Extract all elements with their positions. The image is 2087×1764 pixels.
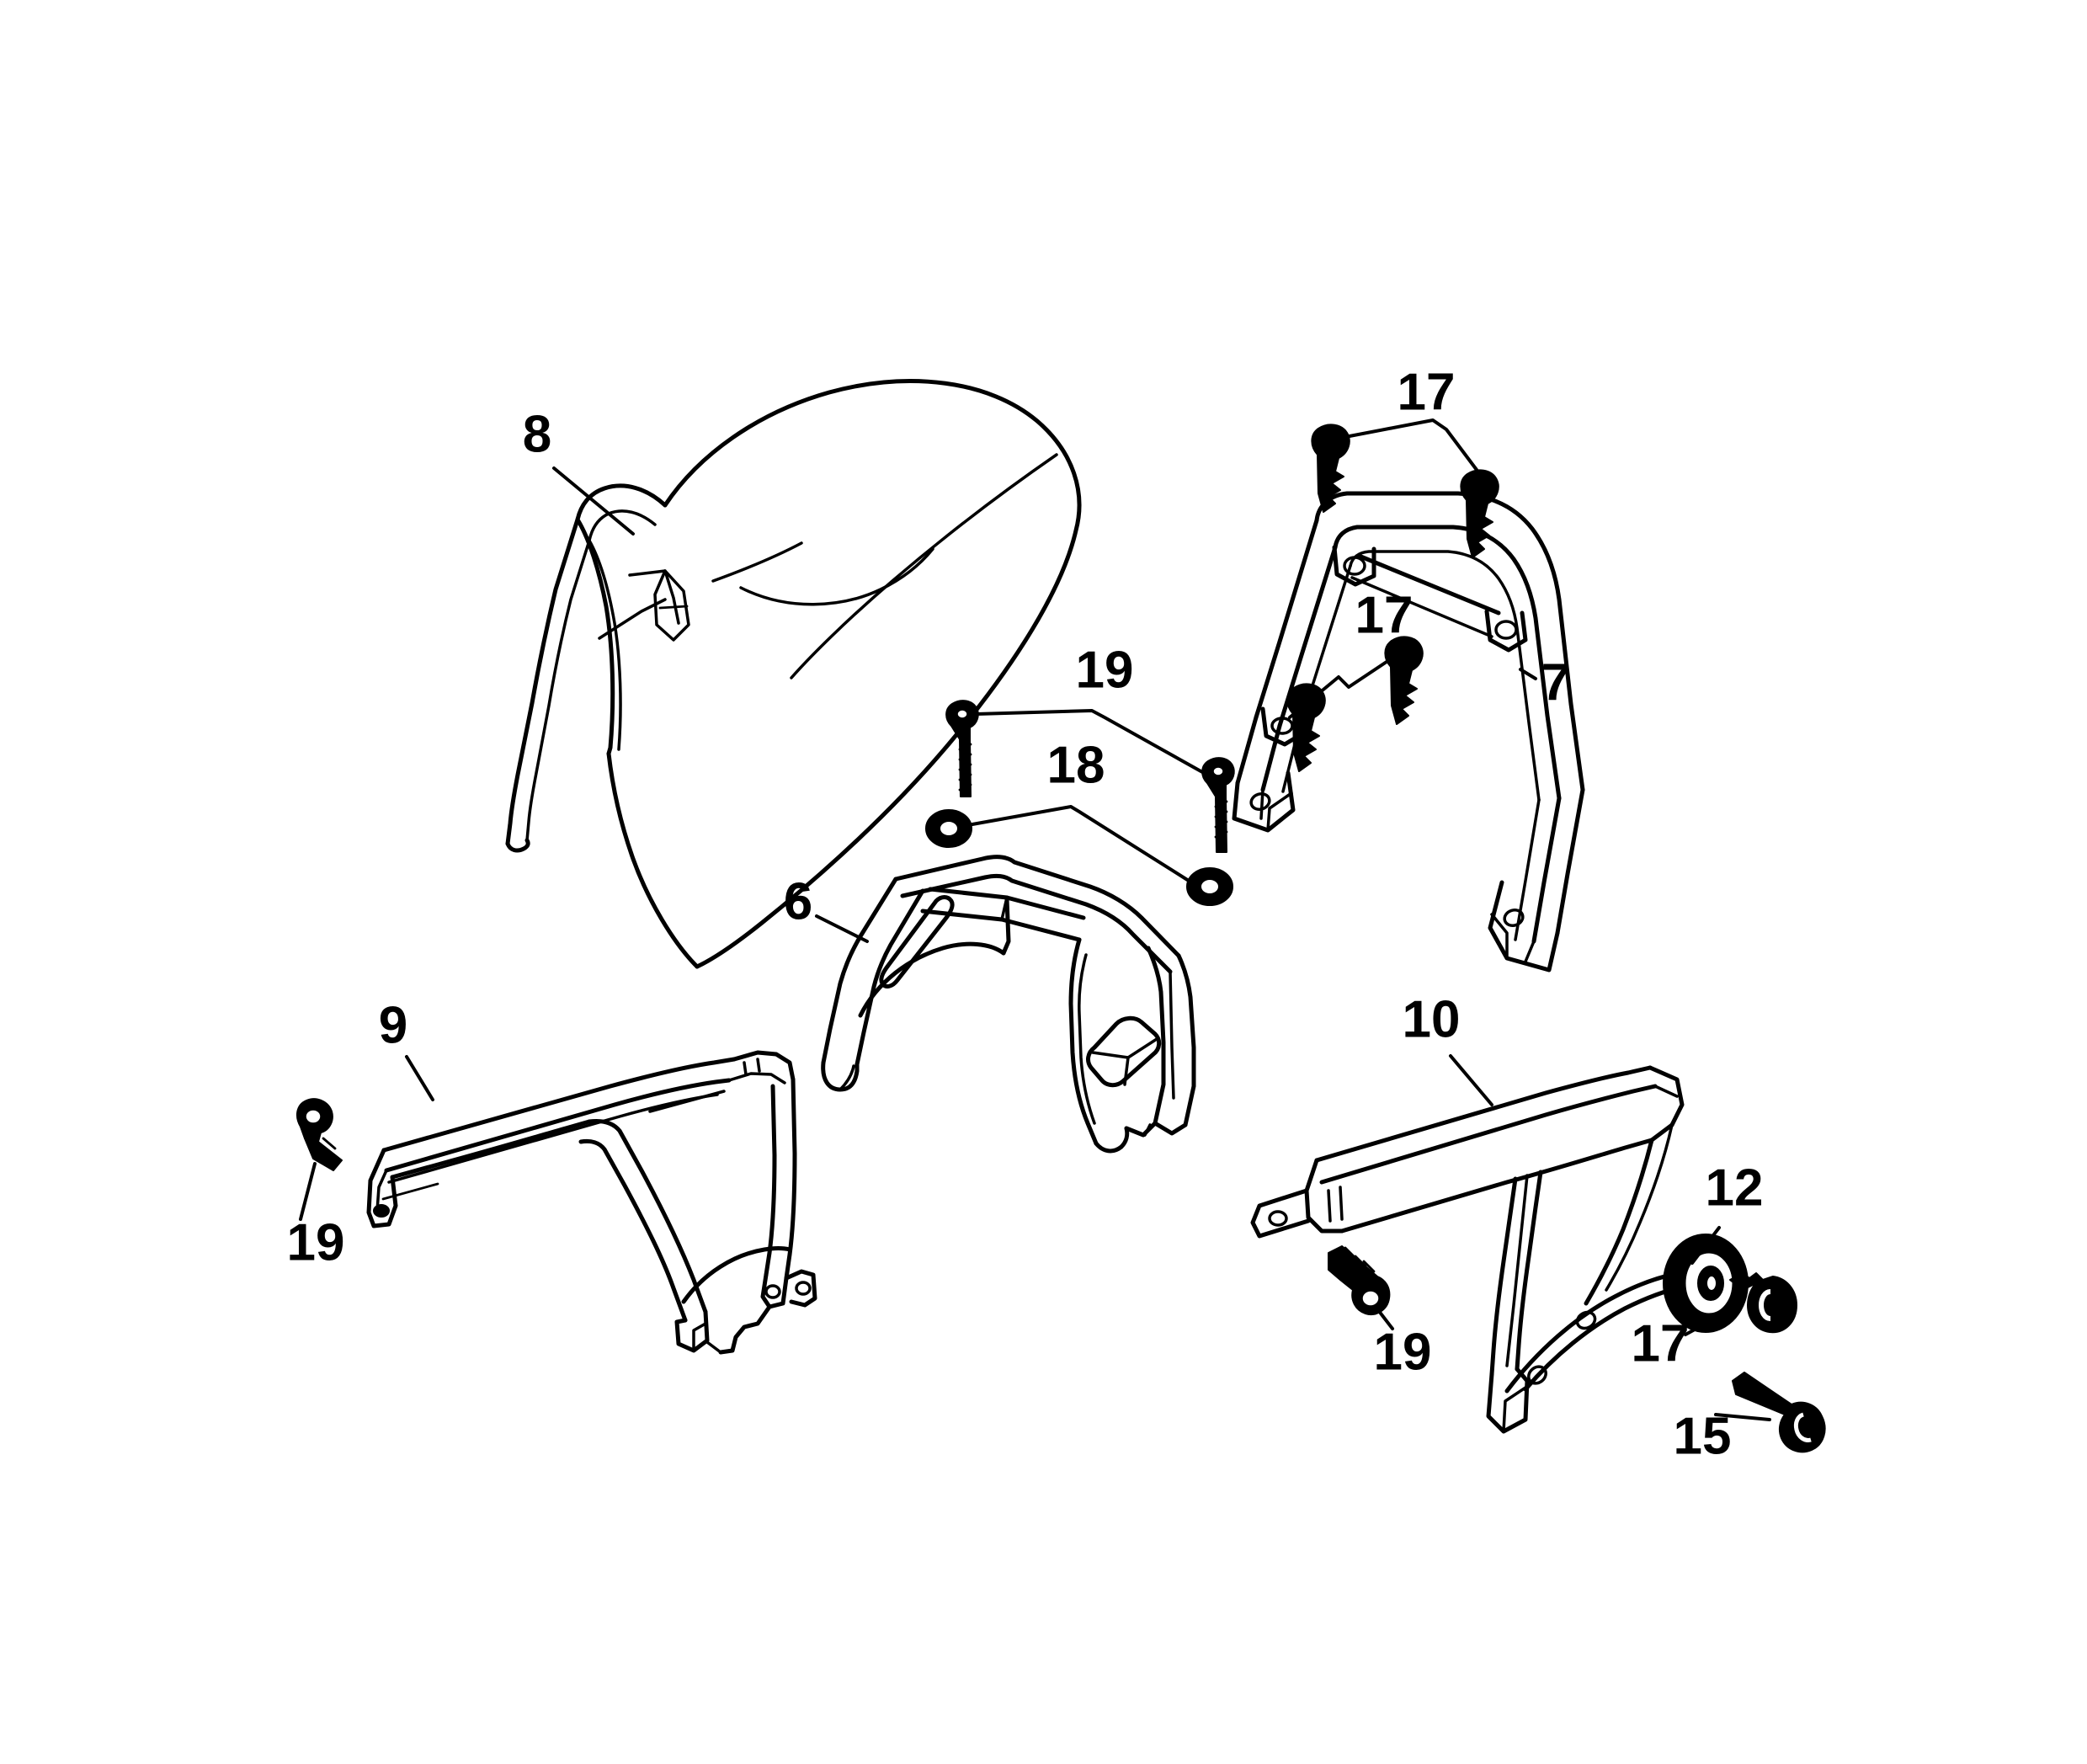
part-17-tapping-screw-upper-left[interactable] (1311, 424, 1350, 513)
part-17-tapping-screw-inner-left[interactable] (1286, 683, 1326, 772)
part-19-screw-right[interactable] (1328, 1245, 1391, 1315)
callout-label-8: 8 (523, 405, 551, 463)
callout-label-6: 6 (784, 872, 812, 930)
leader-line-19-right (1374, 1305, 1394, 1330)
part-19-screw-left[interactable] (295, 1098, 343, 1171)
part-10-right-side-frame[interactable] (1250, 1065, 1696, 1434)
leader-line-12 (1690, 1226, 1721, 1265)
leader-line-8 (552, 466, 635, 536)
part-18-washer-left[interactable] (925, 809, 972, 848)
callout-label-17-nut: 17 (1632, 1314, 1690, 1372)
leader-line-7 (1519, 668, 1537, 680)
part-19-screw-upper-left[interactable] (945, 700, 979, 797)
part-17-tapping-screw-upper-right[interactable] (1460, 469, 1499, 558)
leader-line-10 (1449, 1054, 1493, 1106)
callout-label-9: 9 (379, 996, 407, 1054)
callout-label-10: 10 (1403, 990, 1461, 1048)
leader-line-18 (971, 805, 1190, 882)
callout-label-17-inner: 17 (1355, 586, 1414, 644)
leader-line-19-upper (975, 709, 1206, 775)
part-18-washer-right[interactable] (1186, 867, 1233, 906)
leader-line-9 (405, 1055, 434, 1101)
callout-label-18: 18 (1047, 736, 1105, 794)
part-7-grab-rail[interactable] (1232, 491, 1585, 973)
leader-line-17-upper (1348, 418, 1481, 475)
part-15-flange-bolt[interactable] (1732, 1372, 1826, 1453)
leader-line-17-inner (1288, 658, 1391, 719)
leader-line-19-left (299, 1162, 317, 1221)
callout-label-7: 7 (1541, 653, 1570, 711)
part-6-seat-bracket[interactable] (821, 855, 1196, 1154)
leader-line-15 (1714, 1413, 1771, 1421)
callout-label-17-upper: 17 (1398, 363, 1456, 421)
part-8-seat-assembly[interactable] (505, 379, 1082, 969)
part-12-collar-washer[interactable] (1663, 1234, 1749, 1333)
callout-label-19-right: 19 (1374, 1323, 1432, 1381)
leader-line-6 (815, 914, 869, 943)
part-17-nut[interactable] (1729, 1272, 1797, 1334)
part-9-left-side-frame[interactable] (366, 1050, 817, 1355)
callout-label-19-upper: 19 (1076, 641, 1134, 699)
callout-label-19-left: 19 (287, 1213, 345, 1271)
part-19-screw-upper-right[interactable] (1201, 757, 1235, 853)
callout-label-12: 12 (1706, 1159, 1764, 1217)
leader-line-17-nut (1684, 1302, 1744, 1336)
part-17-tapping-screw-inner-right[interactable] (1384, 636, 1424, 725)
callout-label-15: 15 (1674, 1407, 1732, 1465)
